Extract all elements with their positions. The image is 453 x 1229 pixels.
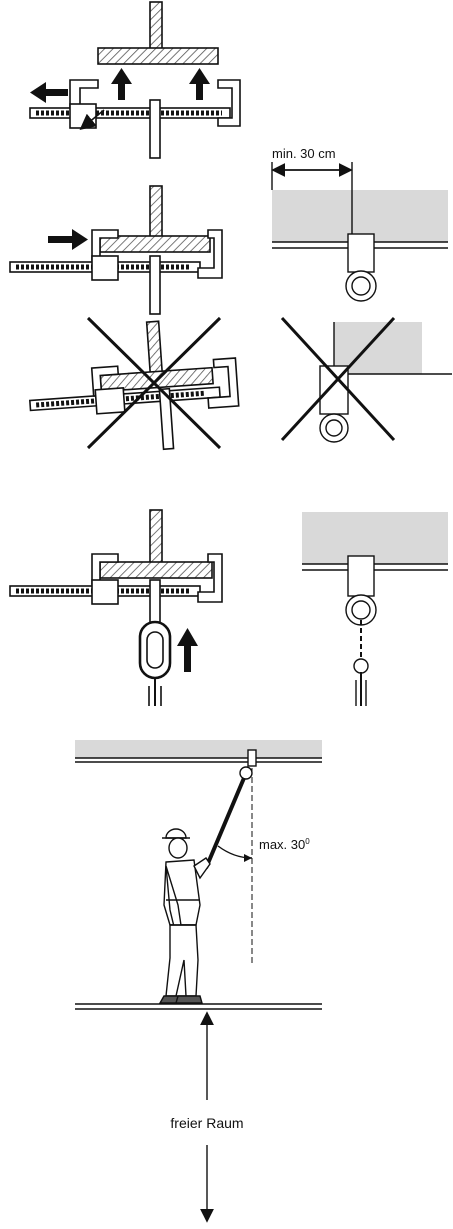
step-attach-connector (9, 509, 223, 706)
incorrect-side-detail (280, 316, 452, 443)
step-worker-fall-arrest (75, 740, 322, 1223)
clearance-label: freier Raum (170, 1115, 243, 1131)
push-right-arrow (48, 229, 88, 250)
max-angle-label: max. 300 (259, 837, 310, 852)
step-incorrect-mount (28, 316, 240, 451)
connector-side-detail (302, 512, 448, 706)
min-distance-label: min. 30 cm (272, 146, 336, 161)
step-open-clamp (29, 1, 241, 159)
min-distance-detail (271, 162, 448, 302)
lift-arrows (111, 68, 210, 100)
open-left-arrow (30, 82, 68, 103)
step-push-clamp (9, 185, 223, 315)
worker-figure (158, 828, 211, 1004)
